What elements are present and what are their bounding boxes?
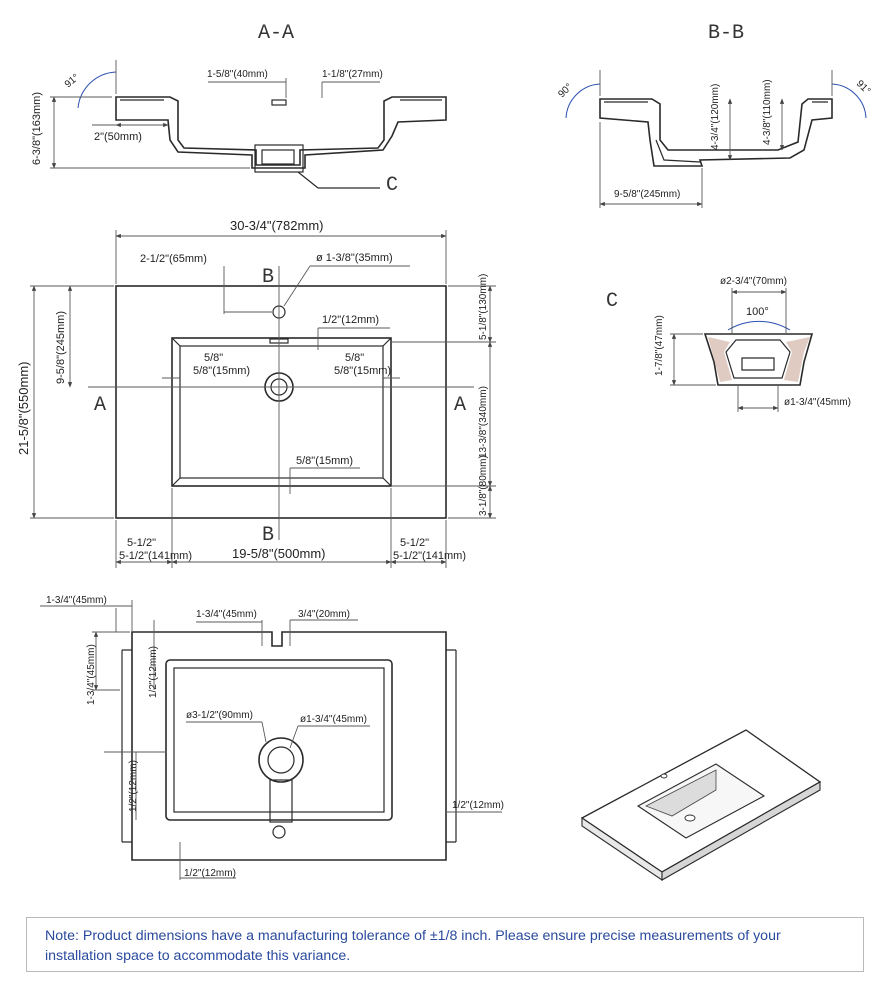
dim-side-left-a: 5/8": [204, 352, 223, 364]
section-bb-profile: [599, 98, 833, 167]
dim-faucet-offset: 2-1/2"(65mm): [140, 253, 207, 265]
detail-c-profile: [703, 333, 814, 386]
isometric-view: [580, 729, 822, 882]
angle-arc-aa: [77, 71, 117, 109]
bv-inner-top: 1/2"(12mm): [148, 646, 159, 698]
angle-arc-bb-right: [831, 83, 867, 119]
detail-c-angle-arc: [727, 320, 791, 331]
dim-bottom-right-a: 5-1/2": [400, 537, 429, 549]
bv-bottom-gap: 1/2"(12mm): [184, 868, 236, 879]
dim-side-right-a: 5/8": [345, 352, 364, 364]
dim-overall-width: 30-3/4"(782mm): [230, 218, 323, 233]
dim-right-mid: 13-3/8"(340mm): [478, 386, 489, 458]
dim-right-top: 5-1/8"(130mm): [478, 274, 489, 340]
bv-drain-inner: ø1-3/4"(45mm): [300, 714, 367, 725]
bv-notch-width: 3/4"(20mm): [298, 609, 350, 620]
dim-rim-aa: 2"(50mm): [94, 131, 142, 143]
section-b-bottom: B: [262, 524, 274, 547]
section-b-top: B: [262, 266, 274, 289]
bv-notch-offset: 1-3/4"(45mm): [196, 609, 257, 620]
dim-hole-depth: 1-1/8"(27mm): [322, 69, 383, 80]
dim-faucet-diameter: ø 1-3/8"(35mm): [316, 252, 393, 264]
angle-bb-left: 90°: [556, 82, 574, 100]
angle-arc-bb-left: [565, 83, 601, 119]
detail-c-height: 1-7/8"(47mm): [654, 315, 665, 376]
dim-bottom-right: 5-1/2"(141mm): [393, 550, 466, 562]
bv-drain-outer: ø3-1/2"(90mm): [186, 710, 253, 721]
dim-bottom-gap: 5/8"(15mm): [296, 455, 353, 467]
dim-hole-offset: 1-5/8"(40mm): [207, 69, 268, 80]
section-a-right: A: [454, 394, 466, 417]
section-aa-title: A-A: [258, 22, 294, 45]
bv-left-edge: 1-3/4"(45mm): [46, 595, 107, 606]
dim-bottom-left-a: 5-1/2": [127, 537, 156, 549]
bv-right-gap: 1/2"(12mm): [452, 800, 504, 811]
angle-bb-right: 91°: [854, 78, 872, 96]
dim-side-left: 5/8"(15mm): [193, 365, 250, 377]
detail-c-top-diameter: ø2-3/4"(70mm): [720, 276, 787, 287]
dim-rim-gap: 1/2"(12mm): [322, 314, 379, 326]
section-a-left: A: [94, 394, 106, 417]
angle-aa: 91°: [63, 72, 82, 90]
dim-bottom-left: 5-1/2"(141mm): [119, 550, 192, 562]
dim-width-bb: 9-5/8"(245mm): [614, 189, 680, 200]
dim-overall-depth: 21-5/8"(550mm): [16, 362, 31, 455]
dim-height-aa: 6-3/8"(163mm): [31, 92, 43, 165]
dim-bottom-center: 19-5/8"(500mm): [232, 546, 325, 561]
section-aa-profile: [115, 96, 447, 189]
section-bb-title: B-B: [708, 22, 744, 45]
top-view: [88, 266, 474, 540]
dim-right-bottom: 3-1/8"(80mm): [478, 455, 489, 516]
tolerance-note: Note: Product dimensions have a manufact…: [26, 917, 864, 972]
bottom-view: [121, 631, 457, 861]
dim-left-half: 9-5/8"(245mm): [55, 311, 67, 384]
dim-depth-a-bb: 4-3/4"(120mm): [710, 84, 721, 150]
bv-left-vertical: 1-3/4"(45mm): [86, 644, 97, 705]
bv-inner-left: 1/2"(12mm): [128, 760, 139, 812]
callout-c: C: [386, 174, 398, 197]
detail-c-title: C: [606, 290, 618, 313]
detail-c-bottom-diameter: ø1-3/4"(45mm): [784, 397, 851, 408]
detail-c-angle: 100°: [746, 306, 769, 318]
dim-side-right: 5/8"(15mm): [334, 365, 391, 377]
dim-depth-b-bb: 4-3/8"(110mm): [762, 79, 773, 145]
